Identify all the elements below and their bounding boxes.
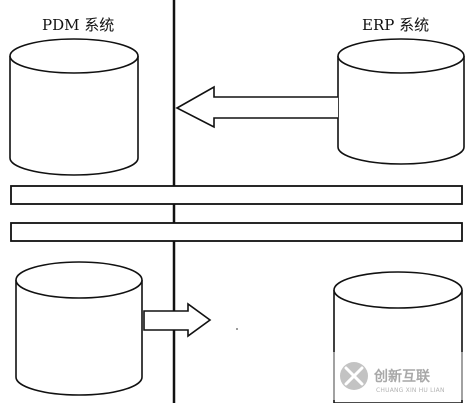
pdm-database-cylinder-bottom bbox=[15, 261, 143, 396]
erp-database-cylinder-top bbox=[337, 38, 465, 165]
brand-watermark: 创新互联 CHUANG XIN HU LIAN bbox=[322, 352, 470, 400]
brand-logo-icon bbox=[340, 362, 368, 390]
brand-name-cn: 创新互联 bbox=[373, 368, 431, 385]
pdm-system-label: PDM 系统 bbox=[42, 16, 114, 34]
pdm-database-cylinder-top bbox=[9, 38, 139, 176]
arrow-right-pdm-to-erp bbox=[143, 302, 212, 338]
integration-bar-top bbox=[10, 185, 463, 205]
arrow-left-erp-to-pdm bbox=[175, 85, 338, 129]
brand-name-en: CHUANG XIN HU LIAN bbox=[376, 387, 445, 394]
erp-system-label: ERP 系统 bbox=[362, 16, 429, 34]
scan-dot bbox=[236, 328, 238, 330]
integration-bar-bottom bbox=[10, 222, 463, 242]
